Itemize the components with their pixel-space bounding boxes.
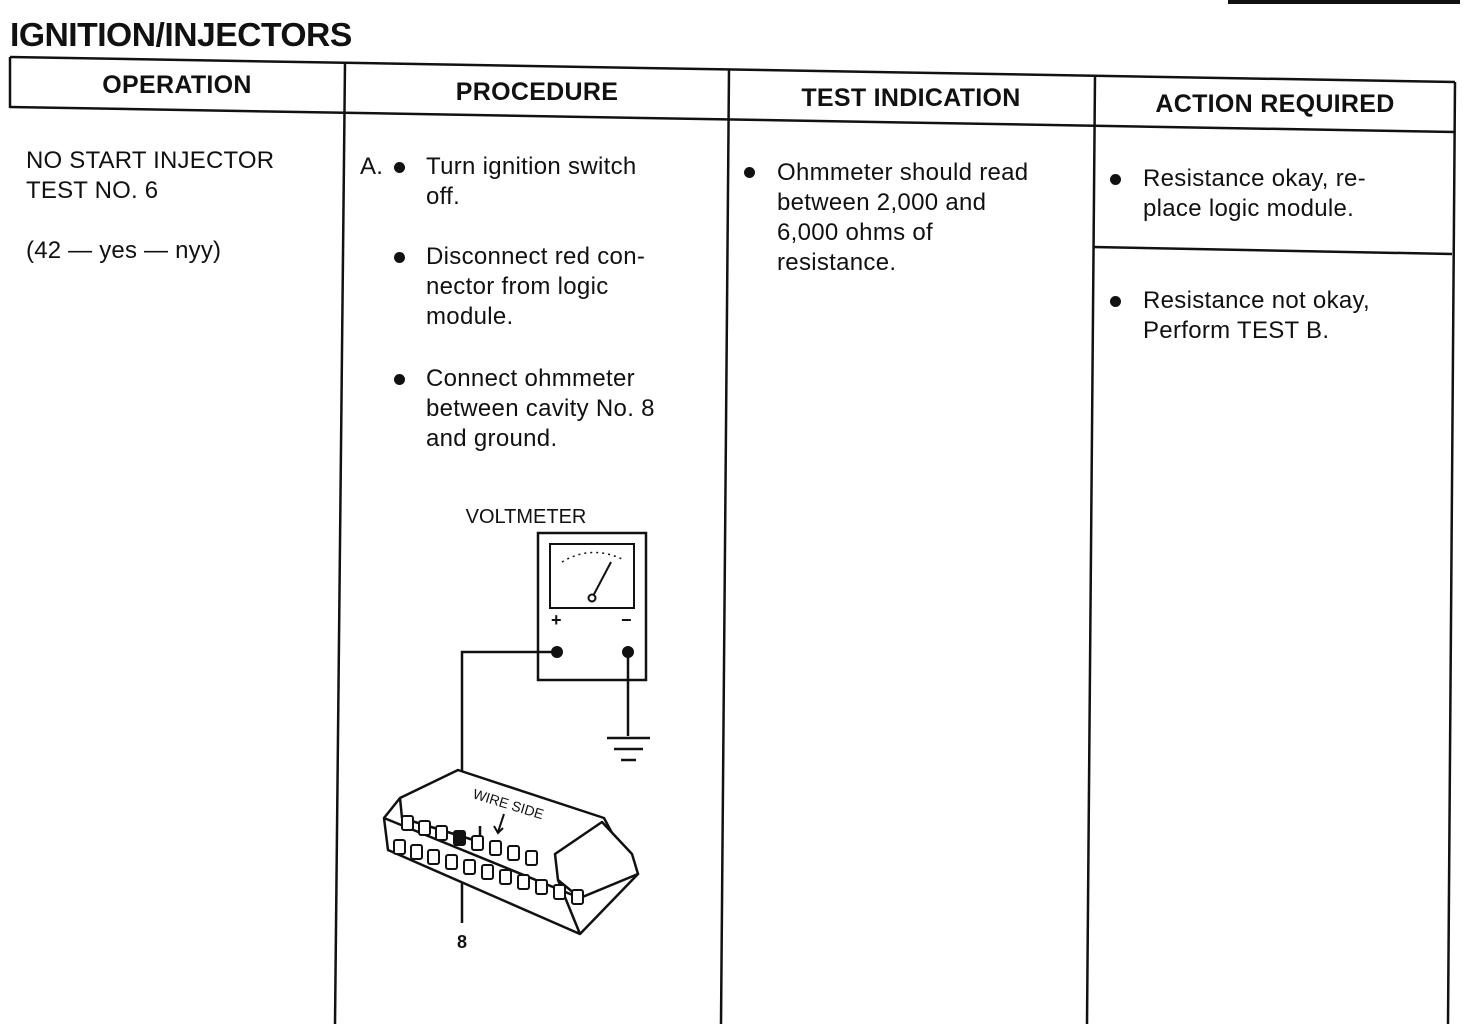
bullet-icon bbox=[1110, 174, 1121, 185]
procedure-step-label: A. bbox=[360, 153, 384, 180]
table-top-border bbox=[9, 55, 1456, 84]
procedure-step-3: Connect ohmmeter between cavity No. 8 an… bbox=[426, 365, 655, 452]
column-divider-3 bbox=[1085, 75, 1097, 1024]
procedure-step-1: Turn ignition switch off. bbox=[426, 153, 637, 210]
bullet-icon bbox=[394, 162, 405, 173]
cavity-number-label: 8 bbox=[457, 932, 467, 952]
bullet-icon bbox=[394, 252, 405, 263]
bullet-icon bbox=[744, 167, 755, 178]
action-row-divider bbox=[1092, 245, 1453, 256]
action-item-1: Resistance okay, re- place logic module. bbox=[1143, 165, 1366, 222]
procedure-step-2: Disconnect red con- nector from logic mo… bbox=[426, 243, 646, 330]
header-bottom-border bbox=[9, 105, 1456, 134]
voltmeter-label: VOLTMETER bbox=[466, 506, 587, 528]
header-test-indication: TEST INDICATION bbox=[801, 84, 1021, 112]
ground-icon bbox=[607, 736, 650, 762]
header-operation: OPERATION bbox=[102, 71, 252, 99]
wire-side-arrow-icon bbox=[493, 813, 505, 835]
operation-code: (42 — yes — nyy) bbox=[26, 237, 222, 264]
ohmmeter-connection-diagram: VOLTMETER + − bbox=[382, 506, 650, 952]
minus-terminal-label: − bbox=[621, 610, 632, 630]
header-action-required: ACTION REQUIRED bbox=[1155, 90, 1395, 118]
operation-line-2: TEST NO. 6 bbox=[26, 177, 159, 204]
header-procedure: PROCEDURE bbox=[455, 78, 619, 106]
voltmeter-icon bbox=[536, 531, 648, 682]
right-border bbox=[1446, 81, 1457, 1024]
test-indication-text: Ohmmeter should read between 2,000 and 6… bbox=[777, 159, 1029, 276]
operation-line-1: NO START INJECTOR bbox=[26, 147, 275, 174]
connector-cavities bbox=[393, 815, 584, 905]
action-item-2: Resistance not okay, Perform TEST B. bbox=[1143, 287, 1371, 344]
operation-name: NO START INJECTOR TEST NO. 6 bbox=[26, 146, 274, 206]
page-title: IGNITION/INJECTORS bbox=[10, 16, 352, 53]
column-divider-2 bbox=[719, 69, 731, 1024]
bullet-icon bbox=[1110, 296, 1121, 307]
column-divider-1 bbox=[333, 62, 347, 1024]
top-edge-rule bbox=[1228, 0, 1460, 4]
plus-terminal-label: + bbox=[551, 610, 562, 630]
bullet-icon bbox=[394, 374, 405, 385]
